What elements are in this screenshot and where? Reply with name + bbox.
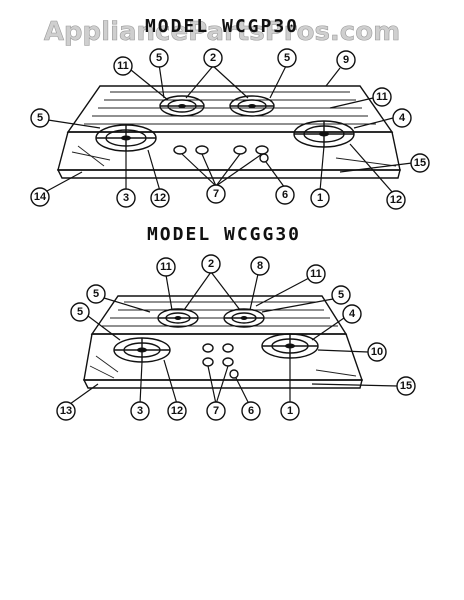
callout-bottom-11b: 11 bbox=[306, 264, 326, 284]
burner-bottom-rear-right bbox=[223, 308, 265, 328]
callout-top-9: 9 bbox=[336, 50, 356, 70]
callout-top-15: 15 bbox=[410, 153, 430, 173]
callout-bottom-13: 13 bbox=[56, 401, 76, 421]
diagram-top: MODEL WCGP30 bbox=[30, 16, 430, 210]
burner-top-rear-left bbox=[159, 95, 205, 117]
svg-text:2: 2 bbox=[208, 258, 214, 270]
svg-text:15: 15 bbox=[414, 157, 426, 169]
svg-text:4: 4 bbox=[349, 308, 356, 320]
svg-text:12: 12 bbox=[171, 405, 183, 417]
callout-bottom-2: 2 bbox=[201, 254, 221, 274]
svg-text:11: 11 bbox=[310, 268, 322, 280]
svg-text:3: 3 bbox=[123, 192, 129, 204]
svg-text:6: 6 bbox=[248, 405, 254, 417]
svg-text:12: 12 bbox=[154, 192, 166, 204]
cooktop-bottom-hatching bbox=[89, 301, 357, 379]
callout-bottom-1: 1 bbox=[280, 401, 300, 421]
callout-bottom-11a: 11 bbox=[156, 257, 176, 277]
callout-top-7: 7 bbox=[206, 184, 226, 204]
svg-text:1: 1 bbox=[317, 192, 323, 204]
callout-top-3: 3 bbox=[116, 188, 136, 208]
burner-top-rear-right bbox=[229, 95, 275, 117]
burner-top-front-left bbox=[95, 124, 157, 152]
svg-text:11: 11 bbox=[117, 60, 129, 72]
svg-text:5: 5 bbox=[93, 288, 99, 300]
callout-top-5a: 5 bbox=[149, 48, 169, 68]
svg-text:5: 5 bbox=[37, 112, 43, 124]
diagram-top-callouts: 11 5 2 5 9 11 5 4 15 14 3 12 7 6 1 12 bbox=[30, 48, 430, 210]
svg-text:5: 5 bbox=[156, 52, 162, 64]
burner-bottom-front-left bbox=[113, 337, 171, 363]
callout-top-1: 1 bbox=[310, 188, 330, 208]
cooktop-bottom-front-edge bbox=[82, 379, 363, 389]
cooktop-top-front-edge bbox=[56, 169, 401, 179]
callout-bottom-8: 8 bbox=[250, 256, 270, 276]
svg-text:8: 8 bbox=[257, 260, 263, 272]
svg-text:9: 9 bbox=[343, 54, 349, 66]
callout-top-6: 6 bbox=[275, 185, 295, 205]
svg-text:7: 7 bbox=[213, 188, 219, 200]
callout-top-12b: 12 bbox=[386, 190, 406, 210]
callout-top-4: 4 bbox=[392, 108, 412, 128]
callout-bottom-6: 6 bbox=[241, 401, 261, 421]
cooktop-top-hatching bbox=[71, 91, 397, 167]
callout-bottom-5c: 5 bbox=[70, 302, 90, 322]
callout-top-2: 2 bbox=[203, 48, 223, 68]
svg-text:12: 12 bbox=[390, 194, 402, 206]
callout-top-5b: 5 bbox=[277, 48, 297, 68]
watermark-text: AppliancePartsPros.com bbox=[44, 17, 400, 47]
diagram-top-title: MODEL WCGP30 bbox=[145, 16, 299, 37]
svg-text:11: 11 bbox=[160, 261, 172, 273]
svg-text:5: 5 bbox=[338, 289, 344, 301]
svg-text:14: 14 bbox=[34, 191, 47, 203]
callout-bottom-12: 12 bbox=[167, 401, 187, 421]
callout-bottom-4: 4 bbox=[342, 304, 362, 324]
callout-top-11b: 11 bbox=[372, 87, 392, 107]
callout-bottom-15: 15 bbox=[396, 376, 416, 396]
svg-text:1: 1 bbox=[287, 405, 293, 417]
callout-top-11a: 11 bbox=[113, 56, 133, 76]
svg-text:2: 2 bbox=[210, 52, 216, 64]
callout-top-14: 14 bbox=[30, 187, 50, 207]
callout-bottom-5a: 5 bbox=[86, 284, 106, 304]
cooktop-top-body bbox=[56, 85, 401, 179]
callout-bottom-3: 3 bbox=[130, 401, 150, 421]
callout-bottom-10: 10 bbox=[367, 342, 387, 362]
svg-text:10: 10 bbox=[371, 346, 383, 358]
svg-text:5: 5 bbox=[77, 306, 83, 318]
burner-top-front-right bbox=[293, 120, 355, 148]
svg-text:15: 15 bbox=[400, 380, 412, 392]
burner-bottom-front-right bbox=[261, 333, 319, 359]
svg-text:5: 5 bbox=[284, 52, 290, 64]
svg-text:3: 3 bbox=[137, 405, 143, 417]
callout-bottom-5b: 5 bbox=[331, 285, 351, 305]
svg-text:11: 11 bbox=[376, 91, 388, 103]
callout-top-5c: 5 bbox=[30, 108, 50, 128]
diagram-top-leaders bbox=[46, 63, 413, 194]
svg-text:7: 7 bbox=[213, 405, 219, 417]
diagram-bottom-title: MODEL WCGG30 bbox=[147, 224, 301, 245]
diagram-bottom-callouts: 11 2 8 11 5 5 5 4 10 13 3 12 7 6 1 15 bbox=[56, 254, 416, 421]
diagram-bottom-leaders bbox=[69, 271, 399, 405]
control-knobs-bottom bbox=[202, 343, 239, 379]
diagram-bottom: MODEL WCGG30 bbox=[56, 224, 416, 421]
callout-bottom-7: 7 bbox=[206, 401, 226, 421]
cooktop-bottom-body bbox=[82, 295, 363, 389]
svg-text:13: 13 bbox=[60, 405, 72, 417]
svg-text:4: 4 bbox=[399, 112, 406, 124]
callout-top-12a: 12 bbox=[150, 188, 170, 208]
svg-text:6: 6 bbox=[282, 189, 288, 201]
burner-bottom-rear-left bbox=[157, 308, 199, 328]
